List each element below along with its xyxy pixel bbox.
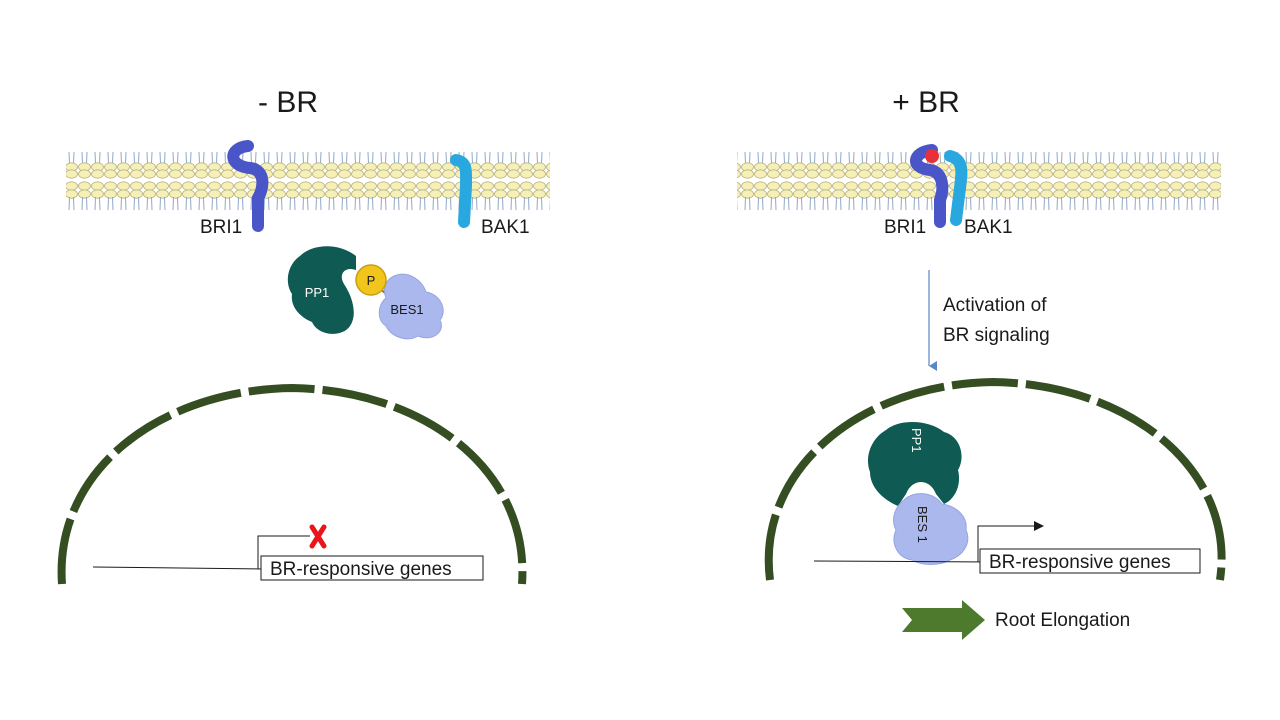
left-dna-line xyxy=(92,566,263,570)
left-gene-box xyxy=(260,555,484,581)
left-promoter-line xyxy=(257,535,310,569)
right-nucleus-envelope xyxy=(764,377,1226,581)
right-activation-label-line2: BR signaling xyxy=(943,325,1050,346)
right-outcome-label: Root Elongation xyxy=(995,610,1130,631)
left-nucleus-envelope xyxy=(57,383,527,585)
left-block-x-icon xyxy=(309,524,327,549)
right-bri1-receptor xyxy=(910,144,949,228)
right-bes1-blob xyxy=(893,493,969,565)
left-bak1-label: BAK1 xyxy=(481,217,530,238)
right-panel: + BR BRI1 BAK1 Activation of BR signalin… xyxy=(737,86,1226,640)
right-pp1-blob xyxy=(867,421,962,506)
left-phosphate-label: P xyxy=(367,273,376,288)
right-activation-label-line1: Activation of xyxy=(943,295,1047,316)
left-bes1-label: BES1 xyxy=(390,302,423,317)
right-gene-box xyxy=(979,548,1201,574)
left-bri1-label: BRI1 xyxy=(200,217,242,238)
left-bak1-receptor xyxy=(450,154,473,228)
left-pp1-blob xyxy=(287,246,356,334)
right-brassinosteroid-ligand xyxy=(925,149,939,163)
left-membrane xyxy=(66,152,550,212)
right-bak1-label: BAK1 xyxy=(964,217,1013,238)
right-outcome-arrow xyxy=(902,600,985,640)
right-gene-label: BR-responsive genes xyxy=(989,552,1171,573)
left-panel-title: - BR xyxy=(258,86,318,119)
left-gene-label: BR-responsive genes xyxy=(270,559,452,580)
right-panel-title: + BR xyxy=(892,86,960,119)
right-dna-line xyxy=(813,560,991,563)
left-bri1-receptor xyxy=(227,140,269,232)
left-phosphate-circle xyxy=(355,264,387,296)
right-pp1-label: PP1 xyxy=(909,428,924,453)
left-bes1-blob xyxy=(378,273,444,340)
left-pp1-bes1-complex: P PP1 BES1 xyxy=(287,246,444,340)
right-promoter-line xyxy=(977,521,1044,562)
right-bak1-receptor xyxy=(944,150,968,226)
left-panel: - BR BRI1 BAK1 P PP1 BES1 BR-res xyxy=(57,86,550,585)
left-pp1-label: PP1 xyxy=(305,285,330,300)
right-bri1-label: BRI1 xyxy=(884,217,926,238)
right-bes1-label: BES 1 xyxy=(915,506,930,543)
right-pp1-bes1-complex: PP1 BES 1 xyxy=(867,421,969,565)
right-membrane xyxy=(737,152,1221,212)
